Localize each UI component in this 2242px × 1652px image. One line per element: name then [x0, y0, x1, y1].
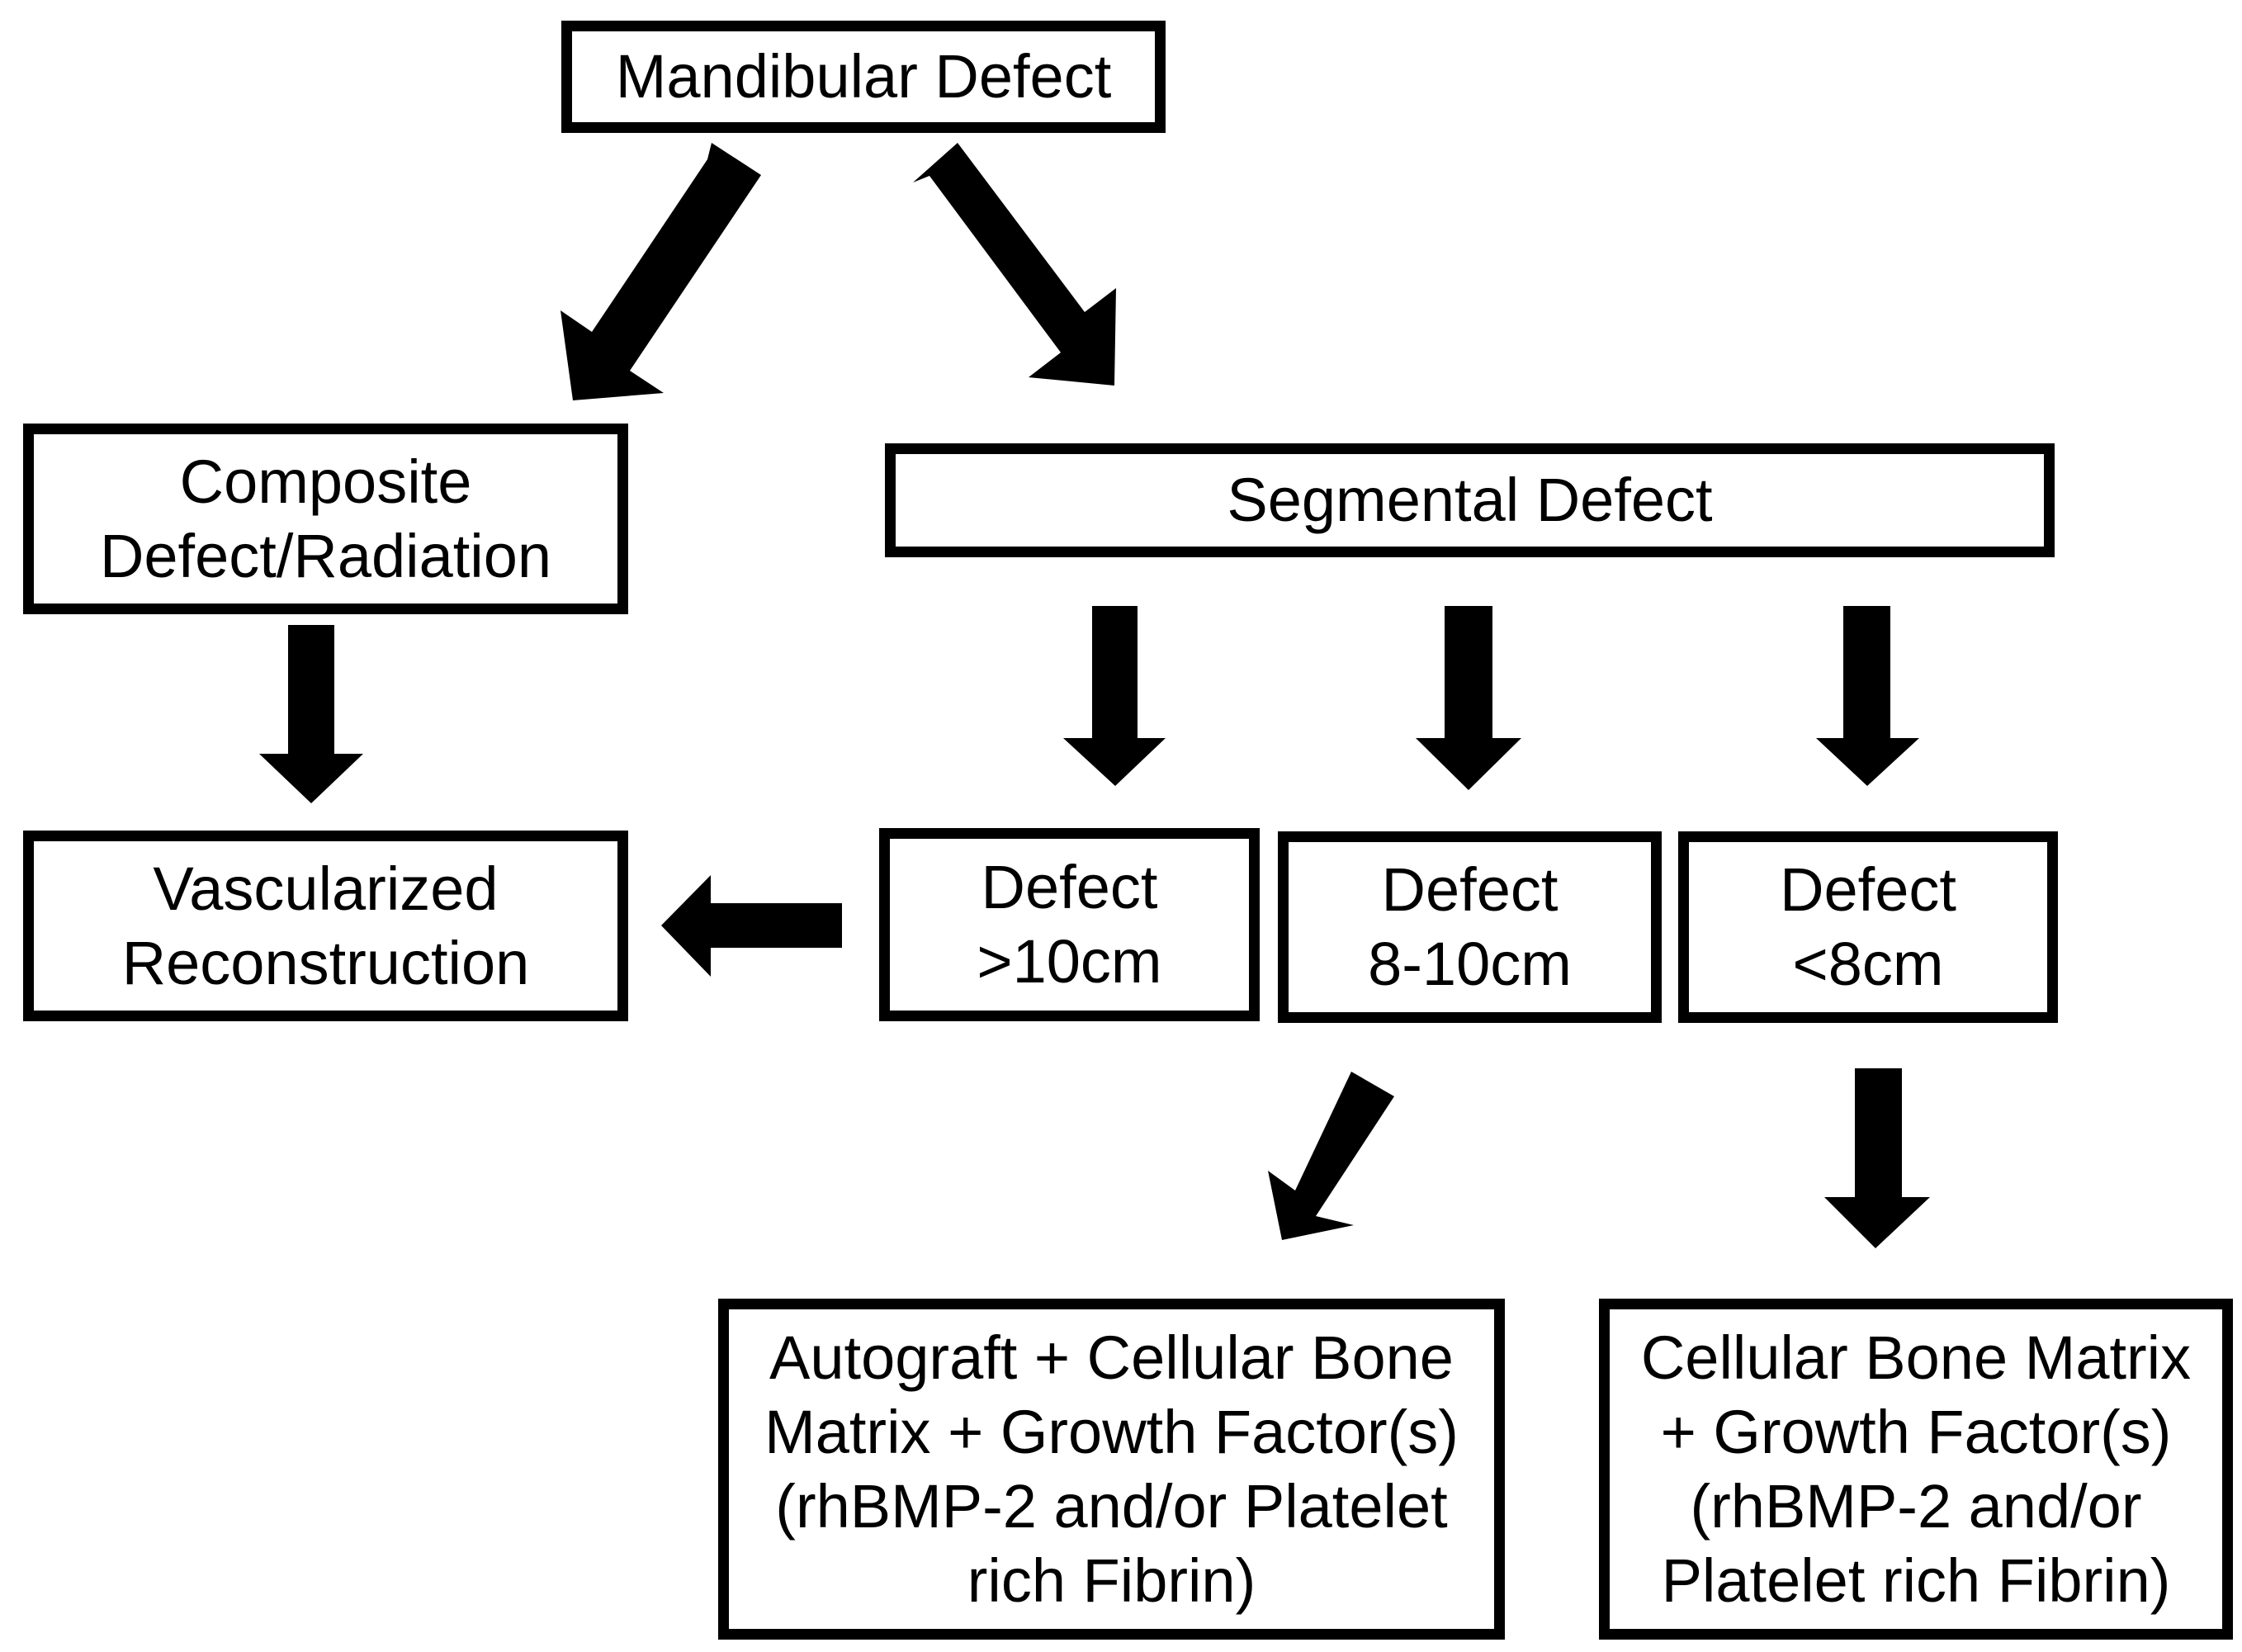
arrow-mandibular-to-segmental: [913, 143, 1116, 386]
node-defect-8-10cm: Defect 8-10cm: [1278, 831, 1662, 1023]
node-segmental-defect: Segmental Defect: [885, 443, 2055, 557]
node-autograft-treatment: Autograft + Cellular Bone Matrix + Growt…: [718, 1299, 1505, 1640]
arrow-lt8-to-cellular: [1824, 1068, 1930, 1248]
arrow-gt10-to-vascular: [661, 875, 842, 977]
node-vascularized-reconstruction-label: Vascularized Reconstruction: [121, 854, 530, 997]
arrow-segmental-to-8to10: [1416, 606, 1521, 790]
node-cellular-bone-matrix-treatment: Cellular Bone Matrix + Growth Factor(s) …: [1599, 1299, 2233, 1640]
arrow-segmental-to-lt8: [1816, 606, 1919, 786]
arrow-mandibular-to-composite: [560, 143, 761, 400]
node-autograft-treatment-label: Autograft + Cellular Bone Matrix + Growt…: [764, 1323, 1459, 1615]
arrow-segmental-to-gt10: [1063, 606, 1166, 786]
node-defect-8-10cm-label: Defect 8-10cm: [1368, 855, 1572, 998]
node-composite-defect-radiation-label: Composite Defect/Radiation: [99, 447, 552, 590]
node-mandibular-defect-label: Mandibular Defect: [615, 42, 1112, 111]
node-vascularized-reconstruction: Vascularized Reconstruction: [23, 831, 628, 1021]
node-cellular-bone-matrix-treatment-label: Cellular Bone Matrix + Growth Factor(s) …: [1640, 1323, 2192, 1615]
node-defect-lt8cm-label: Defect <8cm: [1780, 855, 1956, 998]
node-mandibular-defect: Mandibular Defect: [561, 21, 1166, 133]
node-defect-gt10cm: Defect >10cm: [879, 828, 1260, 1021]
node-segmental-defect-label: Segmental Defect: [1227, 466, 1713, 534]
arrow-composite-to-vascular: [259, 625, 363, 803]
arrow-8to10-to-autograft: [1268, 1072, 1394, 1240]
node-defect-lt8cm: Defect <8cm: [1678, 831, 2058, 1023]
node-defect-gt10cm-label: Defect >10cm: [977, 853, 1162, 996]
node-composite-defect-radiation: Composite Defect/Radiation: [23, 424, 628, 614]
